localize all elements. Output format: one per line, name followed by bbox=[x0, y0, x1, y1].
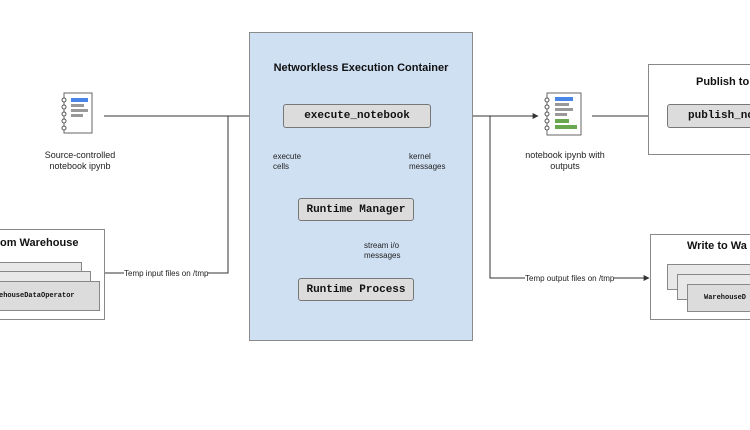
execute-cells-label: execute cells bbox=[273, 152, 301, 172]
runtime-manager-label: Runtime Manager bbox=[306, 203, 406, 216]
temp-input-label: Temp input files on /tmp bbox=[124, 269, 209, 279]
publish-notebook-label: publish_no bbox=[688, 110, 750, 122]
output-notebook-line-1: notebook ipynb with bbox=[525, 150, 605, 160]
write-warehouse-title: Write to Wa bbox=[687, 240, 747, 252]
notebook-icon bbox=[61, 92, 93, 134]
arrow-temp-output bbox=[489, 116, 650, 281]
read-operator-label: ehouseDataOperator bbox=[0, 292, 75, 300]
arrow-temp-input bbox=[104, 116, 229, 274]
execute-notebook-node: execute_notebook bbox=[283, 104, 431, 128]
source-notebook-line-2: notebook ipynb bbox=[49, 161, 111, 171]
execute-cells-line-1: execute bbox=[273, 152, 302, 161]
execute-cells-line-2: cells bbox=[273, 162, 290, 171]
write-operator-node: WarehouseD bbox=[687, 284, 750, 312]
write-operator-label: WarehouseD bbox=[704, 294, 747, 302]
temp-output-label: Temp output files on /tmp bbox=[525, 274, 615, 284]
kernel-messages-label: kernel messages bbox=[409, 152, 445, 172]
kernel-messages-line-1: kernel bbox=[409, 152, 431, 161]
execute-notebook-label: execute_notebook bbox=[304, 110, 410, 122]
stream-io-line-1: stream i/o bbox=[364, 241, 400, 250]
runtime-manager-node: Runtime Manager bbox=[298, 198, 414, 221]
kernel-messages-line-2: messages bbox=[409, 162, 446, 171]
from-warehouse-title: om Warehouse bbox=[0, 237, 79, 249]
read-operator-node: ehouseDataOperator bbox=[0, 281, 100, 311]
stream-io-line-2: messages bbox=[364, 251, 401, 260]
source-notebook-label: Source-controlled notebook ipynb bbox=[30, 150, 130, 172]
stream-io-label: stream i/o messages bbox=[364, 241, 400, 261]
container-title: Networkless Execution Container bbox=[273, 62, 449, 74]
publish-title: Publish to bbox=[696, 76, 750, 88]
notebook-with-outputs-icon bbox=[544, 92, 582, 136]
output-notebook-label: notebook ipynb with outputs bbox=[515, 150, 615, 172]
source-notebook-line-1: Source-controlled bbox=[44, 150, 116, 160]
runtime-process-label: Runtime Process bbox=[306, 283, 406, 296]
runtime-process-node: Runtime Process bbox=[298, 278, 414, 301]
publish-notebook-node: publish_no bbox=[667, 104, 750, 128]
output-notebook-line-2: outputs bbox=[550, 161, 580, 171]
